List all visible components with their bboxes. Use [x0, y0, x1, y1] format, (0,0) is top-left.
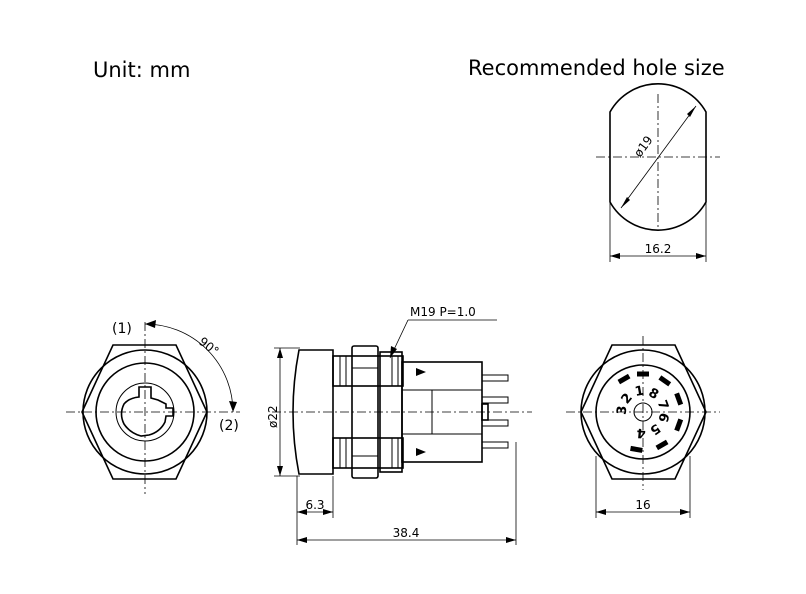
side-terminal-3: [481, 419, 509, 427]
unit-label: Unit: mm: [93, 58, 190, 82]
recommended-hole-title: Recommended hole size: [468, 56, 725, 80]
rear-pin-3: 3: [615, 405, 631, 415]
rear-terminal-slot: [630, 445, 643, 453]
side-diameter-arrow-top: [277, 348, 283, 358]
side-thread-upper-ridges: [339, 356, 399, 386]
side-diameter-arrow-bottom: [277, 466, 283, 476]
side-thread-upper: [332, 355, 404, 387]
front-arc-arrow-start: [145, 320, 156, 328]
side-thread-lower-ridges: [339, 438, 399, 468]
flange-length-label: 6.3: [305, 498, 324, 512]
rear-terminal-slot: [674, 392, 684, 406]
rear-terminal-slot: [655, 439, 669, 451]
side-triangle-mark-top: [416, 368, 426, 376]
rear-pin-5: 5: [647, 420, 663, 437]
rear-pin-4: 4: [636, 425, 646, 441]
front-rotation-arc: [144, 323, 234, 413]
front-arc-arrow-end: [229, 401, 237, 412]
hole-diameter-line: [620, 105, 697, 209]
side-head: [292, 349, 334, 475]
thread-leader-arrow: [390, 346, 397, 358]
flange-arrow-left: [297, 509, 307, 515]
rear-width-arrow-left: [596, 509, 606, 515]
front-position-1-label: (1): [112, 321, 132, 337]
rear-pin-2: 2: [619, 391, 636, 408]
rear-terminal-slot: [617, 373, 631, 385]
rear-pin-8: 8: [646, 385, 661, 403]
side-view: M19 P=1.0 ø22 6.3 38.4: [266, 305, 532, 545]
side-terminal-2: [481, 396, 509, 404]
rear-width-arrow-right: [680, 509, 690, 515]
rear-width-label: 16: [635, 498, 650, 512]
side-terminal-1: [481, 374, 509, 382]
hole-width-label: 16.2: [645, 242, 672, 256]
flange-arrow-right: [323, 509, 333, 515]
hole-view: ø19 16.2: [596, 83, 720, 262]
rear-terminal-slot: [658, 375, 672, 387]
overall-length-label: 38.4: [393, 526, 420, 540]
hole-diameter-arrow-bottom: [621, 197, 630, 208]
side-triangle-mark-bottom: [416, 448, 426, 456]
hole-diameter-arrow-top: [687, 106, 696, 117]
rear-terminal-slot: [674, 418, 684, 432]
side-terminal-4: [481, 441, 509, 449]
side-thread-lower: [332, 437, 404, 469]
hole-diameter-label: ø19: [631, 133, 656, 160]
hole-width-arrow-left: [610, 253, 620, 259]
overall-arrow-left: [297, 537, 307, 543]
thread-spec-label: M19 P=1.0: [410, 305, 476, 319]
side-diameter-label: ø22: [266, 405, 280, 428]
overall-arrow-right: [506, 537, 516, 543]
front-angle-label: 90°: [196, 334, 221, 358]
rear-pin-1: 1: [634, 384, 646, 400]
front-view: (1) (2) 90°: [66, 320, 240, 494]
rear-terminal-slot: [637, 371, 649, 377]
front-keyway: [120, 386, 174, 437]
rear-pin-6: 6: [654, 411, 671, 424]
rear-terminal-slots: [617, 371, 684, 453]
hole-width-arrow-right: [696, 253, 706, 259]
rear-pin-7: 7: [654, 398, 671, 412]
front-position-2-label: (2): [219, 418, 239, 434]
